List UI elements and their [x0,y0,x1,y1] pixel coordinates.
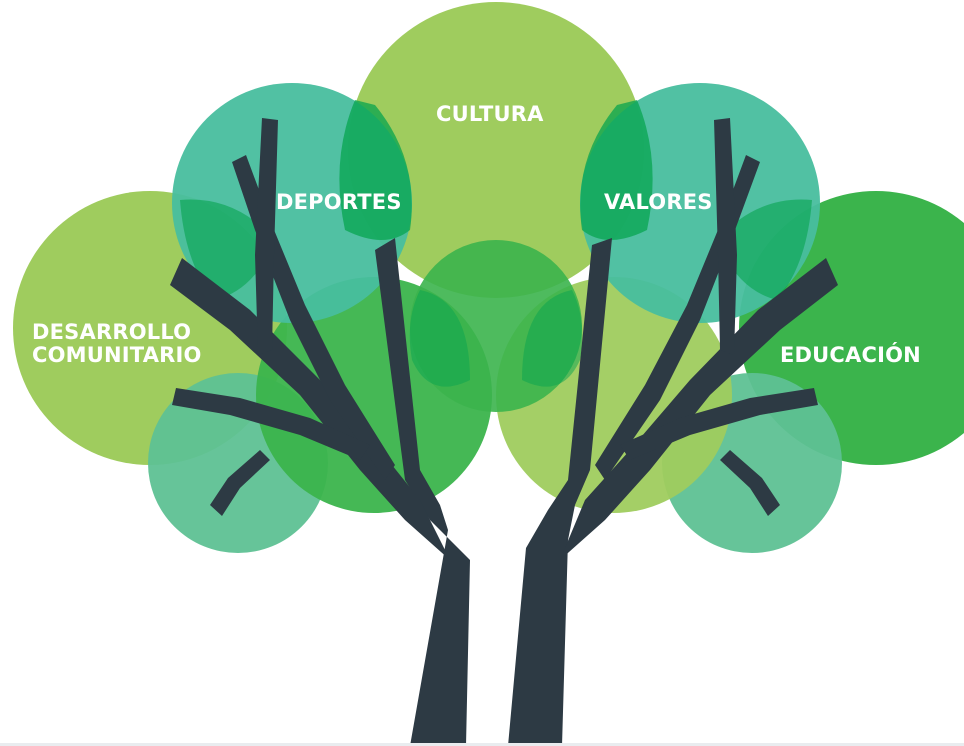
twig-left [210,450,270,516]
overlap-valores-cultura [580,100,653,240]
branch-right-low [620,388,818,460]
bottom-divider [0,743,964,746]
label-desarrollo-comunitario: DESARROLLO COMUNITARIO [32,321,202,367]
branch-left-tall [255,118,278,355]
label-educacion: EDUCACIÓN [780,343,921,367]
overlap-deportes-cultura [339,100,412,240]
label-desarrollo-line2: COMUNITARIO [32,343,202,367]
branch-right-main [560,258,838,560]
branch-left-low [172,388,370,460]
overlap-center-right [522,290,583,387]
branch-right-tall [714,118,737,355]
label-deportes: DEPORTES [276,190,402,214]
overlap-center-left [409,290,470,387]
twig-right [720,450,780,516]
branch-left-main [170,258,450,560]
circle-cultura [348,2,644,298]
label-valores: VALORES [604,190,713,214]
trunk-right [508,238,612,746]
overlap-valores-educacion [717,199,812,300]
label-desarrollo-line1: DESARROLLO [32,320,192,344]
trunk-left [375,238,470,746]
label-cultura: CULTURA [436,102,544,126]
